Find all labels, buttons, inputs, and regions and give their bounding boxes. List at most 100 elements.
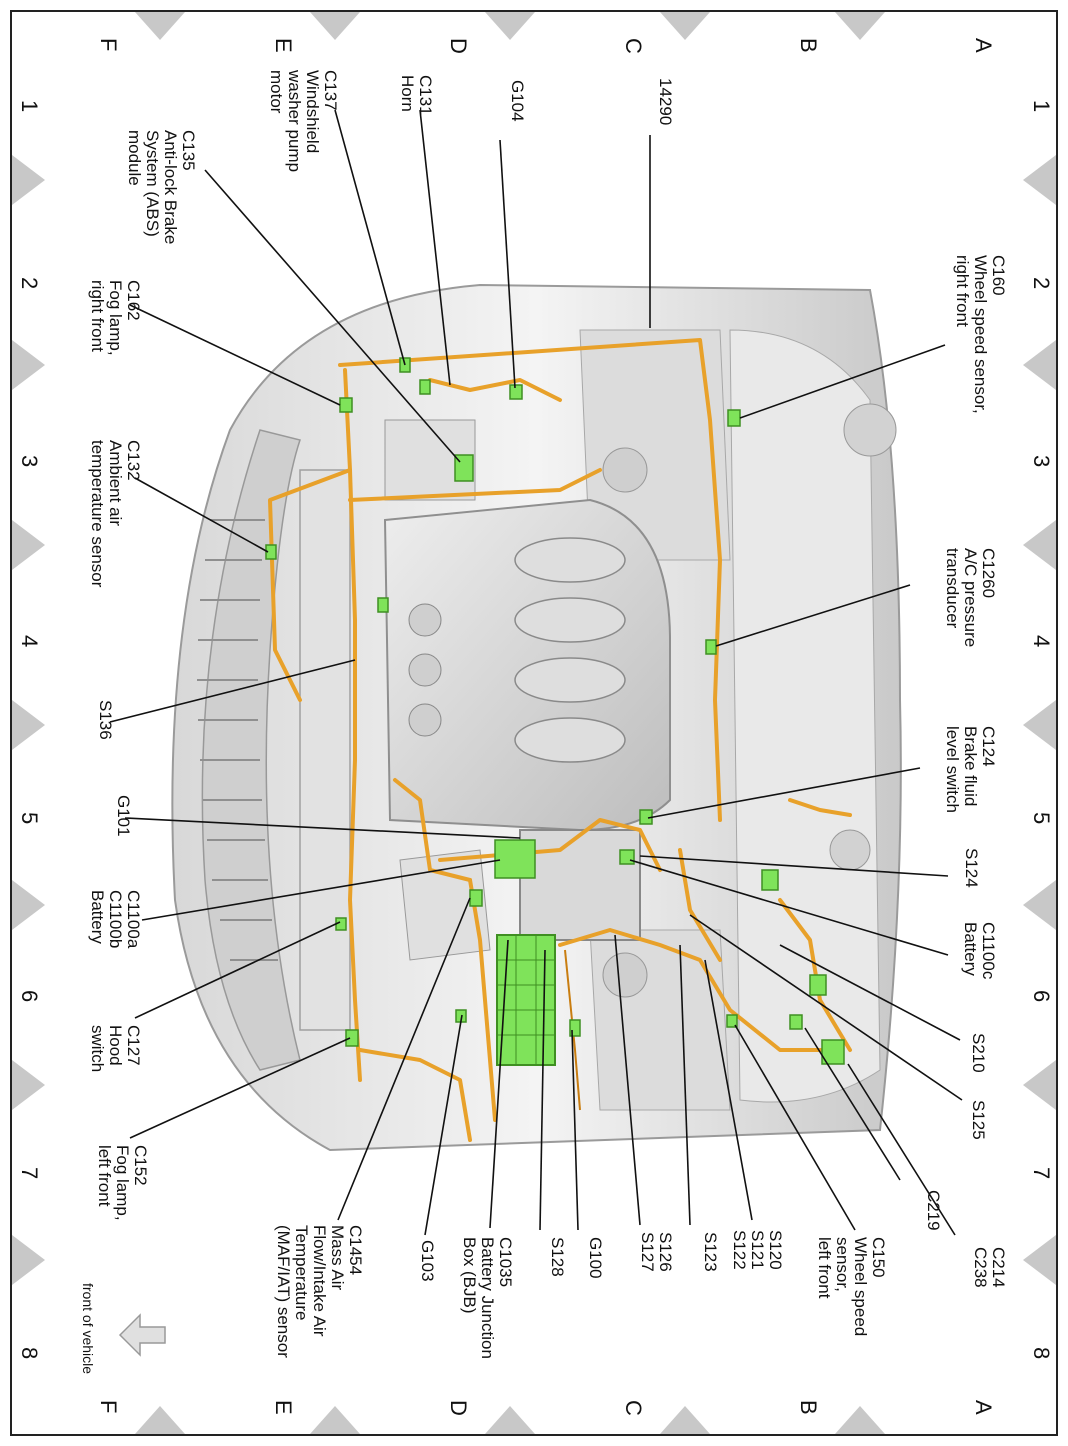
svg-text:C150: C150 (869, 1237, 888, 1278)
grid-number-right: 1 (1029, 100, 1054, 112)
grid-letter-bottom: D (446, 1400, 471, 1416)
grid-letter-bottom: A (971, 1400, 996, 1415)
svg-text:module: module (125, 130, 144, 186)
grid-number-left: 7 (17, 1167, 42, 1179)
callout-s126: S126 S127 (638, 1232, 675, 1272)
callout-g100: G100 (586, 1237, 605, 1279)
svg-text:Wheel speed sensor,: Wheel speed sensor, (971, 255, 990, 414)
svg-text:S126: S126 (656, 1232, 675, 1272)
battery-junction-box (496, 934, 556, 1066)
svg-text:S120: S120 (766, 1230, 785, 1270)
grid-number-right: 7 (1029, 1167, 1054, 1179)
callout-c1100c: C1100c Battery (961, 922, 998, 980)
svg-text:C214: C214 (989, 1247, 1008, 1288)
grid-number-left: 1 (17, 100, 42, 112)
svg-text:Brake fluid: Brake fluid (961, 726, 980, 806)
callout-c131: C131 Horn (398, 75, 435, 116)
grid-number-left: 3 (17, 455, 42, 467)
svg-text:C162: C162 (124, 280, 143, 321)
callout-c152: C152 Fog lamp, left front (95, 1145, 150, 1221)
grid-numbers-left: 1 2 3 4 5 6 7 8 (17, 100, 42, 1359)
svg-text:G100: G100 (586, 1237, 605, 1279)
svg-text:S127: S127 (638, 1232, 657, 1272)
svg-text:(MAF/IAT) sensor: (MAF/IAT) sensor (274, 1225, 293, 1358)
grid-number-left: 6 (17, 990, 42, 1002)
svg-text:temperature sensor: temperature sensor (88, 440, 107, 588)
grid-number-right: 4 (1029, 635, 1054, 647)
callout-c214: C214 C238 (971, 1247, 1008, 1288)
callout-c127: C127 Hood switch (88, 1025, 143, 1072)
svg-text:14290: 14290 (656, 78, 675, 125)
callout-s136: S136 (96, 700, 115, 740)
grid-letter-top: B (796, 38, 821, 53)
svg-text:motor: motor (267, 70, 286, 114)
callout-c132: C132 Ambient air temperature sensor (88, 440, 143, 588)
grid-letter-bottom: F (96, 1400, 121, 1413)
svg-text:Flow/Intake Air: Flow/Intake Air (310, 1225, 329, 1337)
callout-s123: S123 (701, 1232, 720, 1272)
callout-c1260: C1260 A/C pressure transducer (943, 548, 998, 647)
callout-s125: S125 (969, 1100, 988, 1140)
svg-text:C132: C132 (124, 440, 143, 481)
svg-text:S125: S125 (969, 1100, 988, 1140)
svg-text:level switch: level switch (943, 726, 962, 813)
grid-number-right: 2 (1029, 277, 1054, 289)
callout-c1035: C1035 Battery Junction Box (BJB) (460, 1237, 515, 1359)
svg-text:A/C pressure: A/C pressure (961, 548, 980, 647)
svg-text:S123: S123 (701, 1232, 720, 1272)
svg-text:right front: right front (88, 280, 107, 352)
grid-letters-top: A B C D E F (96, 38, 996, 54)
svg-text:C127: C127 (124, 1025, 143, 1066)
svg-text:Battery Junction: Battery Junction (478, 1237, 497, 1359)
grid-letters-bottom: A B C D E F (96, 1400, 996, 1416)
svg-text:G104: G104 (508, 80, 527, 122)
callout-c162: C162 Fog lamp, right front (88, 280, 143, 356)
svg-text:Fog lamp,: Fog lamp, (106, 280, 125, 356)
svg-text:G101: G101 (114, 795, 133, 837)
grid-letter-bottom: E (271, 1400, 296, 1415)
grid-letter-top: D (446, 38, 471, 54)
svg-text:S122: S122 (730, 1230, 749, 1270)
svg-text:sensor,: sensor, (833, 1237, 852, 1292)
front-of-vehicle-indicator: front of vehicle (80, 1283, 166, 1374)
svg-text:Windshield: Windshield (303, 70, 322, 153)
svg-text:C219: C219 (924, 1190, 943, 1231)
svg-text:C152: C152 (131, 1145, 150, 1186)
grid-numbers-right: 1 2 3 4 5 6 7 8 (1029, 100, 1054, 1359)
svg-text:Anti-lock Brake: Anti-lock Brake (161, 130, 180, 244)
callout-s120: S120 S121 S122 (730, 1230, 785, 1270)
svg-text:washer pump: washer pump (285, 69, 304, 172)
svg-text:Box (BJB): Box (BJB) (460, 1237, 479, 1314)
svg-text:System (ABS): System (ABS) (143, 130, 162, 237)
svg-text:Fog lamp,: Fog lamp, (113, 1145, 132, 1221)
svg-text:Horn: Horn (398, 75, 417, 112)
callout-c135: C135 Anti-lock Brake System (ABS) module (125, 130, 198, 244)
svg-text:C135: C135 (179, 130, 198, 171)
grid-letter-top: F (96, 38, 121, 51)
border-markers (12, 12, 1056, 1434)
svg-text:right front: right front (953, 255, 972, 327)
grid-number-right: 5 (1029, 812, 1054, 824)
svg-text:S210: S210 (969, 1033, 988, 1073)
svg-text:S121: S121 (748, 1230, 767, 1270)
svg-text:C137: C137 (321, 70, 340, 111)
grid-letter-top: A (971, 38, 996, 53)
callout-c219: C219 (924, 1190, 943, 1231)
svg-text:switch: switch (88, 1025, 107, 1072)
callout-s210: S210 (969, 1033, 988, 1073)
callout-g103: G103 (418, 1240, 437, 1282)
grid-number-left: 2 (17, 277, 42, 289)
svg-text:C1260: C1260 (979, 548, 998, 598)
svg-text:Ambient air: Ambient air (106, 440, 125, 526)
svg-text:C1035: C1035 (496, 1237, 515, 1287)
grid-number-right: 8 (1029, 1347, 1054, 1359)
grid-letter-bottom: C (621, 1400, 646, 1416)
svg-text:S124: S124 (962, 848, 981, 888)
callouts: C160 Wheel speed sensor, right front C12… (88, 69, 1008, 1359)
svg-text:Battery: Battery (961, 922, 980, 976)
leader-lines (109, 109, 963, 1236)
grid-number-right: 3 (1029, 455, 1054, 467)
svg-text:C238: C238 (971, 1247, 990, 1288)
svg-text:Battery: Battery (88, 890, 107, 944)
